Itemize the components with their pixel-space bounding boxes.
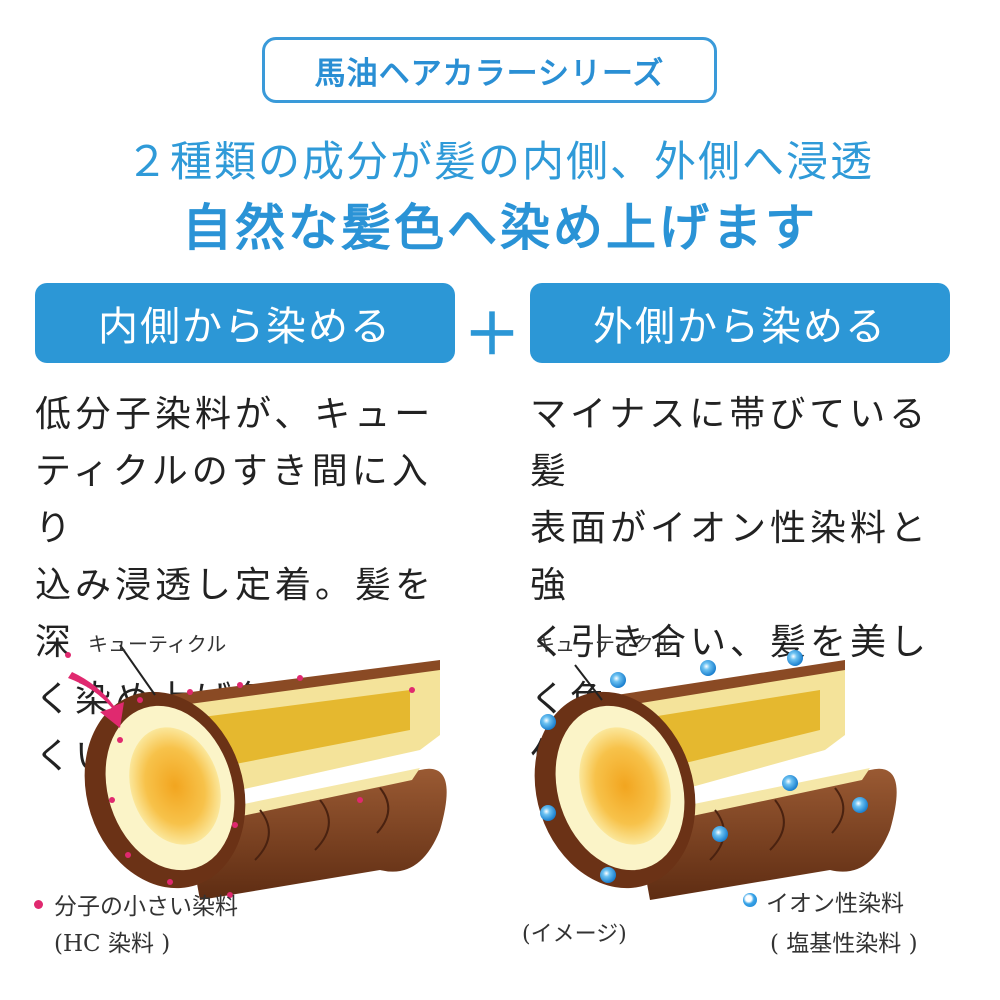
small-dye-dots <box>65 652 415 898</box>
legend-left-line2: (HC 染料 ) <box>54 931 171 957</box>
penetration-arrow-icon <box>68 672 124 728</box>
ion-dot-icon <box>743 893 757 907</box>
headline-line2: 自然な髪色へ染め上げます <box>182 199 818 257</box>
ion-dye-dots <box>540 650 868 883</box>
cross-section-core <box>129 727 221 845</box>
hair-shaft-brown <box>635 768 897 900</box>
hair-shaft-brown <box>185 768 447 900</box>
plus-icon: ＋ <box>464 303 520 368</box>
hair-diagram-outer <box>534 650 897 900</box>
section-title-inner-text: 内側から染める <box>98 304 392 350</box>
cross-section-core <box>579 727 671 845</box>
image-note: (イメージ) <box>522 922 627 947</box>
pink-dot-icon <box>34 900 43 909</box>
series-badge: 馬油ヘアカラーシリーズ <box>262 37 717 103</box>
legend-right-line2: ( 塩基性染料 ) <box>770 931 918 957</box>
legend-right-line1: イオン性染料 <box>766 891 904 917</box>
legend-left-line1: 分子の小さい染料 <box>54 894 238 920</box>
section-title-inner: 内側から染める <box>35 283 455 363</box>
cuticle-label-right: キューティクル <box>535 632 674 656</box>
headline-line1: ２種類の成分が髪の内側、外側へ浸透 <box>125 137 874 186</box>
cuticle-label-left: キューティクル <box>88 632 227 656</box>
hair-diagram-inner <box>65 644 447 900</box>
medulla-layer <box>645 690 820 768</box>
section-title-outer: 外側から染める <box>530 283 950 363</box>
medulla-layer <box>195 690 410 768</box>
section-title-outer-text: 外側から染める <box>593 304 887 350</box>
series-name: 馬油ヘアカラーシリーズ <box>314 55 665 92</box>
